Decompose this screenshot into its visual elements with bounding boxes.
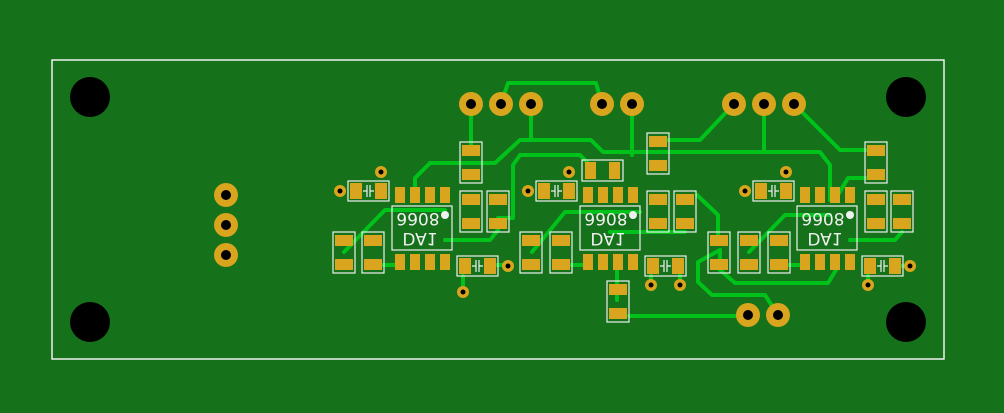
- vias: [334, 166, 916, 298]
- amplifier-block-1: 8066 DA1: [332, 141, 510, 277]
- mounting-hole: [886, 302, 926, 342]
- resistor: [646, 190, 670, 233]
- resistor: [767, 231, 791, 274]
- ic-designator: DA1: [590, 228, 625, 248]
- ic-part-label: 8066: [584, 208, 627, 228]
- capacitor: [456, 255, 499, 277]
- through-hole-pads: [214, 92, 806, 327]
- capacitor: [347, 180, 390, 202]
- resistor: [459, 190, 483, 233]
- resistor: [864, 190, 888, 233]
- resistor: [486, 190, 510, 233]
- capacitor: [644, 255, 687, 277]
- mounting-holes: [70, 77, 926, 342]
- mounting-hole: [70, 77, 110, 117]
- ic-part-label: 8066: [396, 208, 439, 228]
- resistor: [673, 190, 697, 233]
- amplifier-block-2: 8066 DA1: [519, 132, 697, 323]
- capacitor: [752, 180, 795, 202]
- resistor: [890, 190, 914, 233]
- capacitor: [861, 255, 904, 277]
- ic-part-label: 8066: [801, 208, 844, 228]
- resistor: [864, 141, 888, 184]
- resistor: [549, 231, 573, 274]
- board-outline: [51, 59, 945, 360]
- resistor: [361, 231, 385, 274]
- amplifier-block-3: 8066 DA1: [707, 141, 914, 277]
- mounting-hole: [886, 77, 926, 117]
- capacitor: [535, 180, 578, 202]
- ic-designator: DA1: [807, 228, 842, 248]
- resistor: [581, 159, 624, 182]
- mounting-hole: [70, 302, 110, 342]
- ic-designator: DA1: [402, 228, 437, 248]
